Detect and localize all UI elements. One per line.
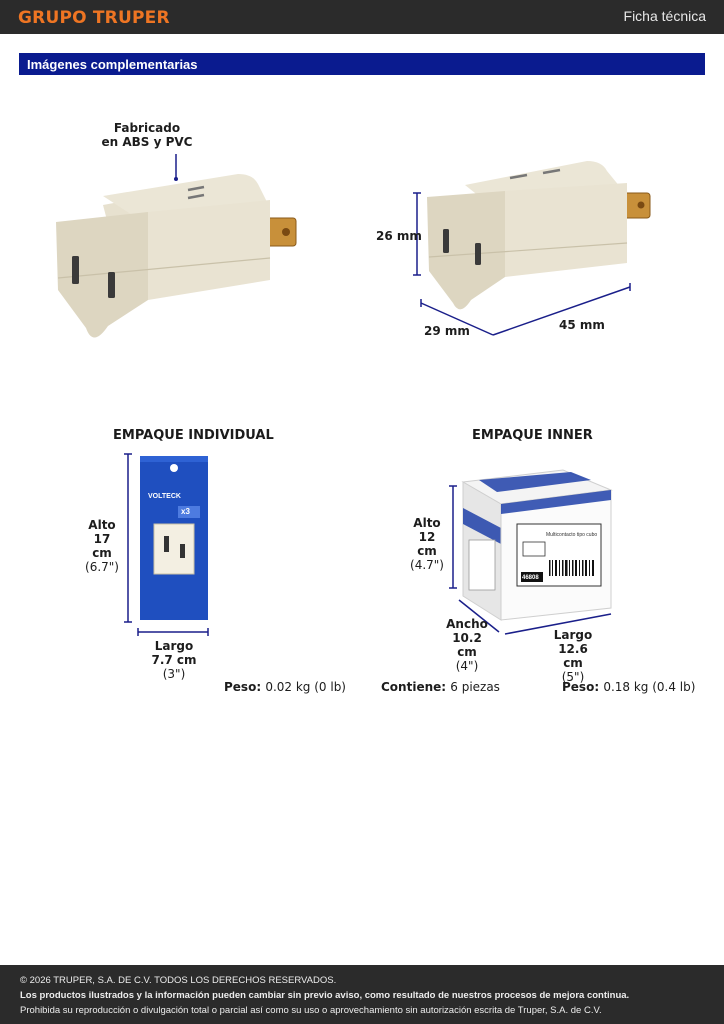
inner-contents-label: Contiene:: [381, 680, 447, 694]
inner-contents-value: 6 piezas: [450, 680, 500, 694]
dimension-depth-label: 29 mm: [424, 324, 470, 338]
individual-largo-label: Largo: [154, 639, 194, 653]
product-image-left: [56, 154, 297, 338]
inner-weight-value: 0.18 kg (0.4 lb): [603, 680, 696, 694]
inner-ancho-cm: 10.2 cm: [452, 631, 482, 659]
inner-largo: Largo 12.6 cm (5"): [548, 628, 598, 684]
footer: © 2026 TRUPER, S.A. DE C.V. TODOS LOS DE…: [0, 965, 724, 1024]
individual-alto-cm: 17 cm: [92, 532, 112, 560]
individual-weight: Peso: 0.02 kg (0 lb): [224, 680, 346, 694]
material-label-line1: Fabricado: [113, 121, 181, 135]
inner-largo-label: Largo: [553, 628, 593, 642]
inner-alto-cm: 12 cm: [417, 530, 437, 558]
individual-largo-in: (3"): [162, 667, 186, 681]
inner-weight-label: Peso:: [562, 680, 600, 694]
top-header-bar: GRUPO TRUPER Ficha técnica: [0, 0, 724, 34]
inner-ancho: Ancho 10.2 cm (4"): [444, 617, 490, 673]
individual-weight-value: 0.02 kg (0 lb): [265, 680, 346, 694]
section-header-bar: Imágenes complementarias: [19, 53, 705, 75]
brand-logo: GRUPO TRUPER: [18, 8, 170, 28]
dimension-width-label: 45 mm: [559, 318, 605, 332]
individual-pack-heading: EMPAQUE INDIVIDUAL: [113, 428, 274, 443]
inner-alto-in: (4.7"): [410, 558, 444, 572]
inner-alto: Alto 12 cm (4.7"): [408, 516, 446, 572]
document-type: Ficha técnica: [623, 8, 706, 24]
inner-largo-cm: 12.6 cm: [558, 642, 588, 670]
package-brand: VOLTECK: [148, 493, 181, 500]
footer-copyright: © 2026 TRUPER, S.A. DE C.V. TODOS LOS DE…: [20, 975, 337, 986]
material-label-line2: en ABS y PVC: [101, 135, 193, 149]
individual-largo: Largo 7.7 cm (3"): [148, 639, 200, 681]
inner-alto-label: Alto: [413, 516, 441, 530]
inner-ancho-in: (4"): [455, 659, 479, 673]
material-label: Fabricado en ABS y PVC: [100, 121, 194, 149]
box-product-name: Multicontacto tipo cubo: [546, 532, 598, 538]
individual-weight-label: Peso:: [224, 680, 262, 694]
box-code: 46808: [522, 575, 539, 581]
individual-package-image: [124, 453, 209, 636]
inner-contents: Contiene: 6 piezas: [381, 680, 500, 694]
individual-alto-in: (6.7"): [85, 560, 119, 574]
footer-prohibition: Prohibida su reproducción o divulgación …: [20, 1005, 602, 1016]
individual-largo-cm: 7.7 cm: [151, 653, 197, 667]
package-quantity: x3: [181, 507, 190, 516]
product-image-dimensions: [413, 161, 651, 336]
individual-alto-label: Alto: [88, 518, 116, 532]
inner-ancho-label: Ancho: [446, 617, 488, 631]
dimension-height-label: 26 mm: [376, 229, 422, 243]
inner-weight: Peso: 0.18 kg (0.4 lb): [562, 680, 695, 694]
inner-box-image: [449, 469, 613, 635]
inner-largo-in: (5"): [561, 670, 585, 684]
inner-pack-heading: EMPAQUE INNER: [472, 428, 593, 443]
footer-disclaimer: Los productos ilustrados y la informació…: [20, 990, 630, 1001]
individual-alto: Alto 17 cm (6.7"): [82, 518, 122, 574]
section-title: Imágenes complementarias: [27, 57, 198, 72]
